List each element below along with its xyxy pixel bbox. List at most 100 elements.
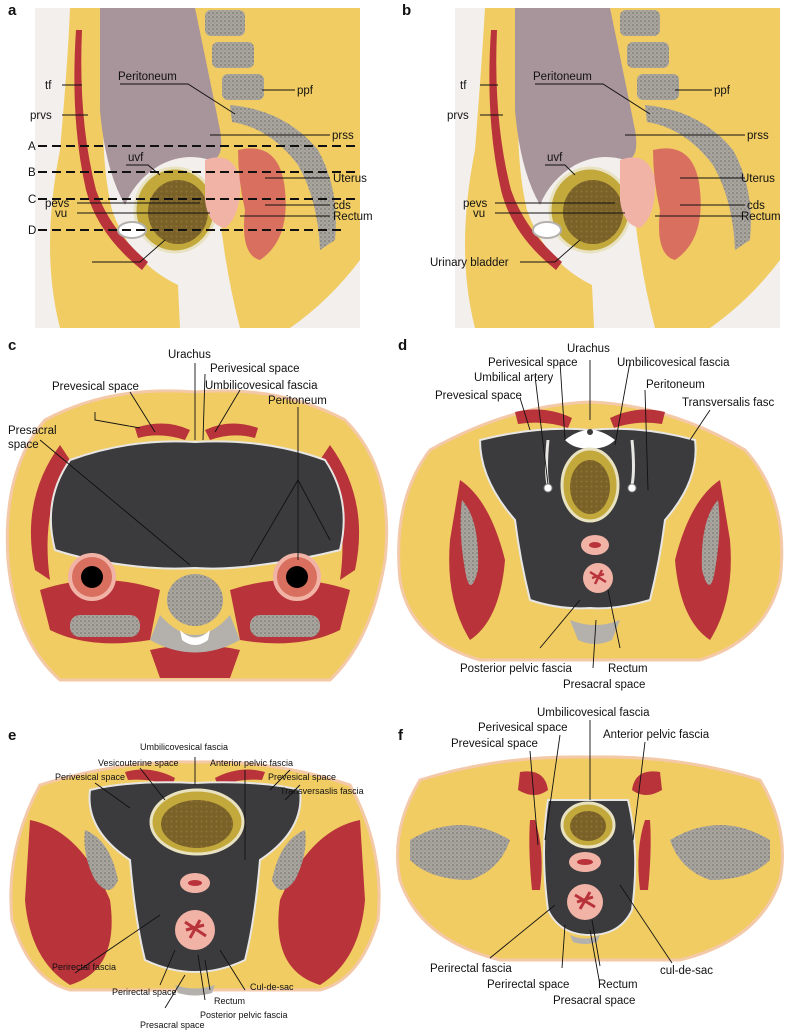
- label-umbilicovesical-fascia: Umbilicovesical fascia: [537, 707, 650, 719]
- anterior-wall-fat: [50, 8, 180, 328]
- left-umbilical-artery: [543, 483, 553, 493]
- bladder-content: [161, 800, 233, 848]
- left-pelvic-bone: [84, 830, 118, 890]
- panel-a-letter: a: [8, 2, 17, 19]
- label-perirectal-fascia: Perirectal fascia: [52, 962, 116, 972]
- bladder-content: [570, 811, 606, 841]
- left-iliac-bone: [70, 615, 140, 637]
- label-urachus: Urachus: [567, 343, 610, 355]
- panel-a: a tf Peritoneum ppf prvs prss uvf Uterus…: [8, 2, 373, 328]
- panel-b-leaders: [480, 83, 745, 263]
- label-posterior-pelvic-fascia: Posterior pelvic fascia: [460, 663, 572, 675]
- right-iliac-bone: [250, 615, 320, 637]
- uterine-cavity: [188, 880, 202, 886]
- right-colon-lumen: [286, 566, 308, 588]
- vertebrae: [620, 10, 751, 250]
- panel-b-letter: b: [402, 2, 411, 19]
- label-ppf: ppf: [714, 85, 731, 97]
- peritoneal-cavity: [100, 8, 222, 205]
- label-vesicouterine-space: Vesicouterine space: [98, 758, 179, 768]
- label-perivesical-space: Perivesical space: [488, 357, 577, 369]
- right-pelvic-muscle: [278, 820, 365, 985]
- label-prevesical-space: Prevesical space: [435, 390, 522, 402]
- panel-e: e Umbilicovesical fascia Vesicouterine s…: [8, 727, 381, 1030]
- bladder-content: [570, 460, 610, 514]
- label-rectum: Rectum: [214, 996, 245, 1006]
- left-iliac-bone: [460, 500, 479, 585]
- label-rectum: Rectum: [333, 211, 373, 223]
- label-peritoneum: Peritoneum: [533, 71, 592, 83]
- bladder-content: [148, 180, 208, 244]
- uterus: [205, 157, 241, 228]
- label-uvf: uvf: [128, 152, 144, 164]
- label-tf: tf: [460, 80, 467, 92]
- label-presacral-line2: space: [8, 439, 39, 451]
- label-anterior-pelvic-fascia: Anterior pelvic fascia: [210, 758, 293, 768]
- label-rectum: Rectum: [608, 663, 648, 675]
- label-peritoneum: Peritoneum: [646, 379, 705, 391]
- left-pelvic-muscle: [25, 820, 112, 985]
- sacrum: [175, 985, 215, 996]
- label-presacral-space: Presacral space: [563, 679, 645, 691]
- right-rectus-muscle: [610, 409, 665, 428]
- label-prvs: prvs: [30, 110, 52, 122]
- urachus-lumen: [587, 429, 593, 435]
- label-cds: cds: [747, 200, 765, 212]
- label-posterior-pelvic-fascia: Posterior pelvic fascia: [200, 1010, 288, 1020]
- vertebral-body: [167, 574, 223, 626]
- label-uterus: Uterus: [741, 173, 775, 185]
- label-ppf: ppf: [297, 85, 314, 97]
- right-pubic-bone: [670, 825, 770, 880]
- label-pevs: pevs: [45, 198, 70, 210]
- label-anterior-pelvic-fascia: Anterior pelvic fascia: [603, 729, 710, 741]
- label-vu: vu: [473, 208, 485, 220]
- label-rectum: Rectum: [598, 979, 638, 991]
- level-c: C: [28, 194, 36, 206]
- label-perirectal-fascia: Perirectal fascia: [430, 963, 512, 975]
- label-perivesical-space: Perivesical space: [478, 722, 567, 734]
- level-b: B: [28, 167, 36, 179]
- label-transversalis-fascia: Transversaslis fascia: [280, 786, 364, 796]
- panel-b: b tf Peritoneum ppf prvs prss uvf Uterus…: [402, 2, 781, 328]
- label-uterus: Uterus: [333, 173, 367, 185]
- rectus-muscle: [489, 30, 562, 270]
- right-umbilical-artery: [627, 483, 637, 493]
- label-prvs: prvs: [447, 110, 469, 122]
- left-pubic-bone: [410, 825, 510, 880]
- label-uvf: uvf: [547, 152, 563, 164]
- level-d: D: [28, 225, 36, 237]
- pubic-bone: [532, 221, 562, 239]
- anterior-wall-fat: [465, 8, 594, 328]
- pubic-bone: [117, 221, 147, 239]
- left-rectus-muscle: [515, 409, 572, 428]
- panel-d-letter: d: [398, 337, 407, 354]
- label-prevesical-space: Prevesical space: [52, 381, 139, 393]
- panel-d-leaders: [519, 360, 711, 669]
- label-urachus: Urachus: [168, 349, 211, 361]
- bladder-content: [563, 180, 623, 244]
- label-rectum: Rectum: [741, 211, 781, 223]
- urachus: [565, 430, 615, 449]
- panel-e-letter: e: [8, 727, 16, 744]
- left-levator-muscle: [529, 820, 542, 890]
- level-a: A: [28, 141, 36, 153]
- right-pelvic-bone: [272, 830, 306, 890]
- label-umbilicovesical-fascia: Umbilicovesical fascia: [140, 742, 228, 752]
- label-tf: tf: [45, 80, 52, 92]
- rectal-lumen: [184, 919, 207, 939]
- label-cul-de-sac: cul-de-sac: [660, 965, 713, 977]
- label-umbilicovesical-fascia: Umbilicovesical fascia: [617, 357, 730, 369]
- label-prevesical-space: Prevesical space: [451, 738, 538, 750]
- label-peritoneum: Peritoneum: [268, 395, 327, 407]
- left-rectus-muscle: [135, 423, 190, 440]
- label-cul-de-sac: Cul-de-sac: [250, 982, 294, 992]
- panel-f-letter: f: [398, 727, 404, 744]
- label-prss: prss: [332, 130, 354, 142]
- posterior-muscles: [150, 645, 240, 678]
- peritoneal-cavity: [49, 440, 345, 570]
- right-rectus-muscle: [205, 423, 258, 440]
- label-perirectal-space: Perirectal space: [487, 979, 569, 991]
- label-cds: cds: [333, 200, 351, 212]
